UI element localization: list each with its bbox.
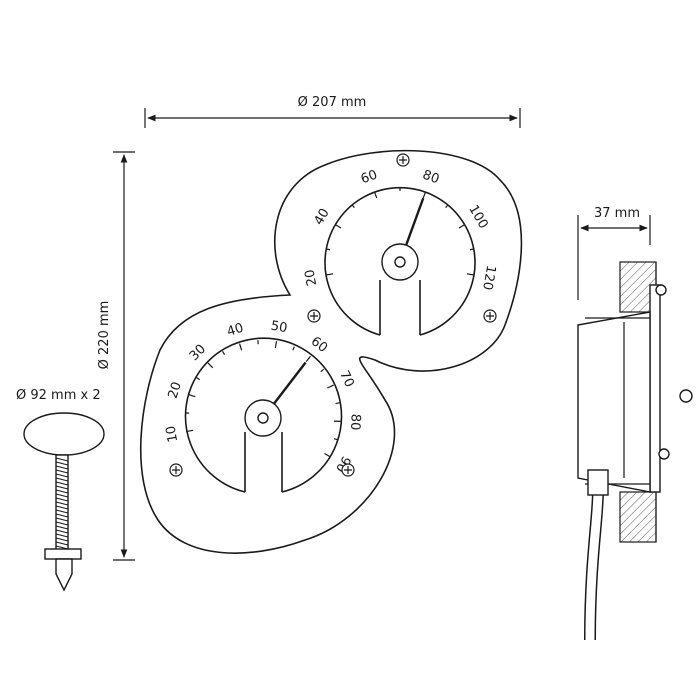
thread-line: [55, 489, 69, 494]
dial-tick-mark: [334, 223, 342, 229]
knob-middle: [679, 389, 693, 403]
sensor-head: [23, 412, 105, 456]
faceplate-outline: [139, 149, 523, 554]
dial-tick-label: 40: [311, 206, 332, 228]
thread-line: [55, 457, 69, 462]
thread-line: [55, 505, 69, 510]
thread-line: [55, 465, 69, 470]
thread-line: [55, 473, 69, 478]
dial-tick-label: 80: [347, 413, 363, 430]
sensor-label: Ø 92 mm x 2: [16, 388, 101, 403]
thermometer-dial: 20 40 60 80 100 120: [303, 168, 498, 336]
dial-tick-label: 10: [164, 425, 182, 444]
depth-label: 37 mm: [594, 206, 640, 221]
sensor-probe: Ø 92 mm x 2: [16, 388, 105, 592]
hygrometer-hub-pin: [257, 412, 269, 424]
thread-line: [55, 525, 69, 530]
hygrometer-dial-arc: [184, 337, 343, 493]
screw-icon: [483, 309, 497, 323]
sensor-tip: [55, 558, 73, 592]
dial-tick-mark: [222, 351, 226, 356]
dial-tick-label: 50: [270, 319, 289, 337]
dial-tick-mark: [469, 248, 474, 251]
dial-tick-mark: [445, 204, 449, 208]
dial-tick-label: 60: [308, 334, 330, 356]
dial-tick-mark: [324, 452, 331, 458]
dial-tick-mark: [335, 402, 340, 405]
thread-line: [55, 493, 69, 498]
thread-line: [55, 533, 69, 538]
thread-line: [55, 477, 69, 482]
thread-line: [55, 521, 69, 526]
dial-tick-label: 70: [336, 368, 357, 389]
screw-icon: [396, 153, 410, 167]
width-label: Ø 207 mm: [298, 95, 367, 110]
wall-lower: [619, 491, 657, 543]
screw-icon: [307, 309, 321, 323]
dial-tick-label: 60: [359, 168, 380, 188]
knob-lower: [658, 448, 670, 460]
dial-tick-label: 40: [225, 321, 245, 340]
sensor-nut: [44, 548, 82, 560]
screw-icon: [341, 463, 355, 477]
dial-tick-label: 80: [420, 168, 441, 188]
dial-tick-mark: [326, 248, 331, 251]
dial-tick-mark: [373, 191, 378, 199]
thread-line: [55, 537, 69, 542]
thread-line: [55, 469, 69, 474]
dial-tick-mark: [458, 223, 466, 229]
dial-tick-mark: [422, 191, 427, 199]
width-dimension: Ø 207 mm: [144, 95, 521, 128]
dial-tick-mark: [188, 393, 196, 398]
thread-line: [55, 501, 69, 506]
thread-line: [55, 481, 69, 486]
dial-tick-mark: [320, 368, 325, 373]
dial-tick-label: 100: [465, 202, 490, 231]
side-profile: 37 mm: [577, 206, 693, 641]
dial-tick-label: 20: [166, 380, 185, 400]
thread-line: [55, 485, 69, 490]
thread-line: [55, 517, 69, 522]
dial-tick-mark: [292, 346, 295, 351]
knob-upper: [655, 284, 667, 296]
dial-tick-mark: [351, 204, 355, 208]
dial-tick-mark: [186, 429, 194, 433]
height-dimension: Ø 220 mm: [97, 151, 135, 561]
dial-tick-label: 120: [479, 264, 498, 291]
dial-tick-label: 20: [303, 268, 321, 287]
height-label: Ø 220 mm: [97, 301, 112, 370]
dial-tick-mark: [327, 384, 334, 389]
dial-tick-mark: [305, 355, 311, 363]
thread-line: [55, 497, 69, 502]
dial-tick-mark: [207, 362, 214, 369]
dial-tick-mark: [333, 438, 339, 441]
faceplate-edge: [649, 284, 661, 493]
thread-line: [55, 509, 69, 514]
housing-body: [577, 311, 651, 493]
screw-icon: [169, 463, 183, 477]
dial-tick-mark: [238, 343, 243, 351]
cable-gland: [587, 469, 609, 496]
sensor-thread: [55, 457, 69, 550]
dial-tick-label: 30: [187, 342, 209, 364]
dial-tick-mark: [466, 273, 474, 276]
dial-tick-mark: [196, 377, 201, 381]
thread-line: [55, 513, 69, 518]
dial-tick-mark: [326, 273, 334, 276]
thread-line: [55, 461, 69, 466]
dial-tick-mark: [274, 341, 278, 349]
thermometer-hub-pin: [394, 256, 406, 268]
thread-line: [55, 541, 69, 546]
thread-line: [55, 529, 69, 534]
